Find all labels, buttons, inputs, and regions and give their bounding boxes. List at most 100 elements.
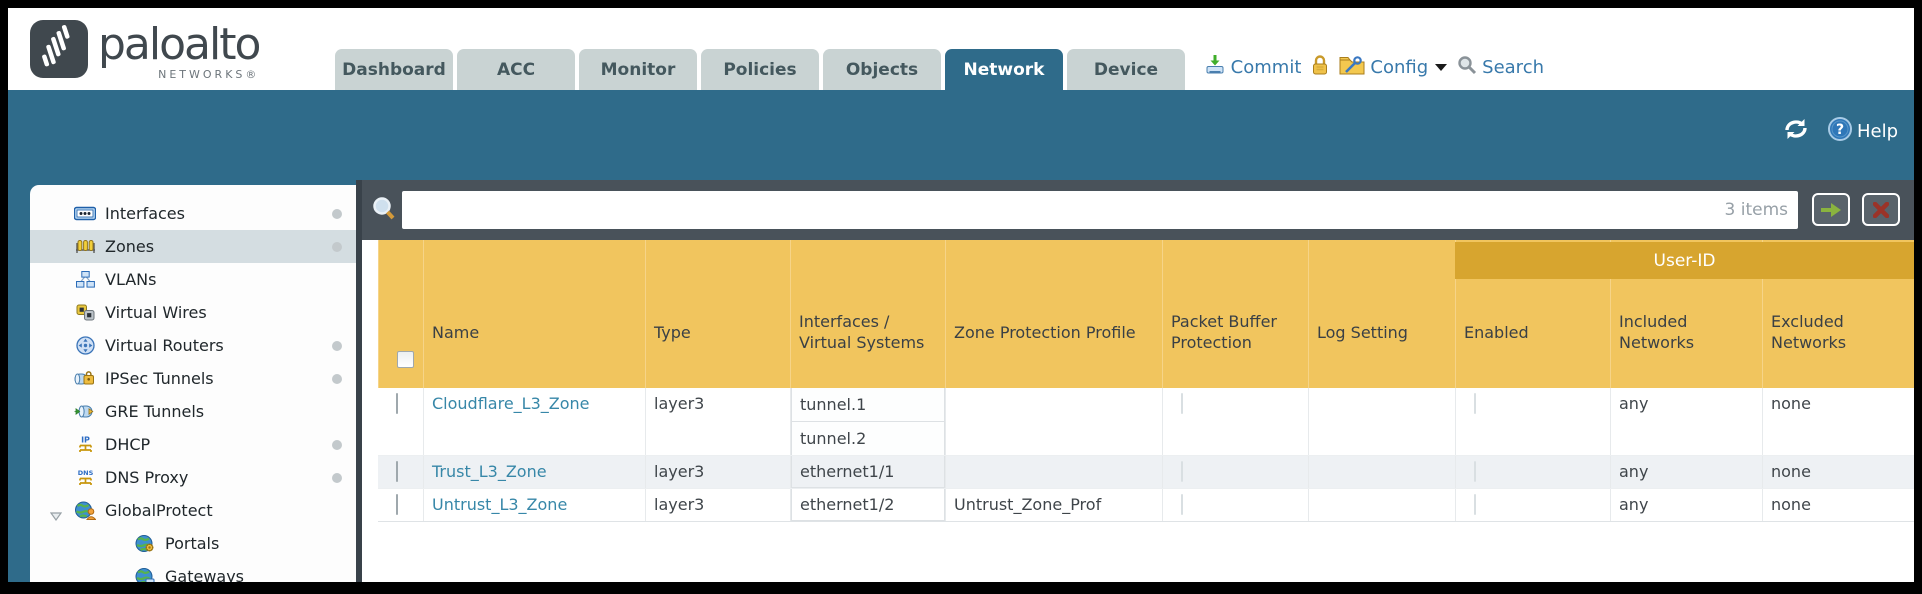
tab-policies[interactable]: Policies bbox=[701, 49, 819, 90]
lock-icon[interactable] bbox=[1311, 54, 1329, 80]
clear-filter-button[interactable] bbox=[1862, 193, 1900, 226]
config-dropdown[interactable]: Config bbox=[1339, 54, 1448, 80]
col-header-name[interactable]: Name bbox=[423, 240, 645, 388]
excluded-networks-cell: none bbox=[1762, 456, 1914, 488]
sidebar-item-ipsec-tunnels[interactable]: IPSec Tunnels bbox=[30, 362, 356, 395]
status-dot bbox=[332, 374, 342, 384]
sidebar-item-portals[interactable]: Portals bbox=[30, 527, 356, 560]
sidebar-item-label: Virtual Routers bbox=[105, 336, 224, 355]
col-header-included-networks[interactable]: Included Networks bbox=[1610, 240, 1762, 388]
tab-acc[interactable]: ACC bbox=[457, 49, 575, 90]
col-header-zone-protection-profile[interactable]: Zone Protection Profile bbox=[945, 240, 1162, 388]
user-id-enabled-checkbox[interactable] bbox=[1474, 494, 1476, 515]
table-row: Untrust_L3_Zone layer3 ethernet1/2 Untru… bbox=[378, 489, 1914, 522]
expand-triangle-icon[interactable] bbox=[49, 506, 63, 525]
packet-buffer-protection-checkbox[interactable] bbox=[1181, 494, 1183, 515]
zone-protection-profile-cell bbox=[945, 456, 1162, 488]
sidebar-item-zones[interactable]: Zones bbox=[30, 230, 356, 263]
excluded-networks-cell: none bbox=[1762, 388, 1914, 455]
user-id-enabled-checkbox[interactable] bbox=[1474, 393, 1476, 414]
zone-name-link[interactable]: Trust_L3_Zone bbox=[432, 462, 547, 481]
sidebar-item-gre-tunnels[interactable]: GRE Tunnels bbox=[30, 395, 356, 428]
sidebar-item-virtual-routers[interactable]: Virtual Routers bbox=[30, 329, 356, 362]
filter-input[interactable] bbox=[402, 191, 1725, 229]
svg-text:?: ? bbox=[1836, 122, 1844, 138]
zone-interfaces-cell: ethernet1/1 bbox=[790, 456, 945, 488]
network-sidebar: Interfaces Zones bbox=[30, 185, 356, 582]
virtual-wires-icon bbox=[74, 304, 96, 321]
sidebar-item-label: IPSec Tunnels bbox=[105, 369, 214, 388]
user-id-enabled-checkbox[interactable] bbox=[1474, 461, 1476, 482]
status-dot bbox=[332, 440, 342, 450]
virtual-routers-icon bbox=[74, 336, 96, 355]
row-select-checkbox[interactable] bbox=[396, 393, 398, 414]
log-setting-cell bbox=[1308, 489, 1455, 521]
included-networks-cell: any bbox=[1610, 489, 1762, 521]
zone-name-link[interactable]: Cloudflare_L3_Zone bbox=[432, 394, 590, 413]
sidebar-item-label: Portals bbox=[165, 534, 220, 553]
sidebar-item-dhcp[interactable]: IP DHCP bbox=[30, 428, 356, 461]
sidebar-item-gateways[interactable]: Gateways bbox=[30, 560, 356, 582]
sidebar-item-virtual-wires[interactable]: Virtual Wires bbox=[30, 296, 356, 329]
gre-tunnels-icon bbox=[74, 403, 96, 420]
refresh-icon[interactable] bbox=[1781, 116, 1811, 146]
help-button[interactable]: ? Help bbox=[1827, 116, 1898, 146]
global-search-button[interactable]: Search bbox=[1457, 55, 1544, 79]
config-icon bbox=[1339, 54, 1365, 80]
status-dot bbox=[332, 209, 342, 219]
sidebar-item-globalprotect[interactable]: GlobalProtect bbox=[30, 494, 356, 527]
tab-device[interactable]: Device bbox=[1067, 49, 1185, 90]
tab-dashboard[interactable]: Dashboard bbox=[335, 49, 453, 90]
filter-search-icon bbox=[372, 196, 396, 226]
row-select-checkbox[interactable] bbox=[396, 461, 398, 482]
interface-entry: ethernet1/1 bbox=[791, 456, 945, 488]
col-header-packet-buffer-protection[interactable]: Packet Buffer Protection bbox=[1162, 240, 1308, 388]
sidebar-item-label: Virtual Wires bbox=[105, 303, 207, 322]
sidebar-item-label: GRE Tunnels bbox=[105, 402, 205, 421]
svg-text:IP: IP bbox=[81, 436, 90, 445]
dns-proxy-icon: DNS bbox=[74, 468, 96, 487]
sub-header-band: ? Help bbox=[8, 90, 1914, 180]
globalprotect-icon bbox=[74, 501, 96, 520]
included-networks-cell: any bbox=[1610, 456, 1762, 488]
tab-network[interactable]: Network bbox=[945, 49, 1063, 90]
table-row: Trust_L3_Zone layer3 ethernet1/1 any non… bbox=[378, 456, 1914, 489]
status-dot bbox=[332, 473, 342, 483]
col-header-excluded-networks[interactable]: Excluded Networks bbox=[1762, 240, 1914, 388]
commit-button[interactable]: Commit bbox=[1204, 54, 1302, 80]
commit-label: Commit bbox=[1230, 56, 1302, 78]
tab-monitor[interactable]: Monitor bbox=[579, 49, 697, 90]
tab-objects[interactable]: Objects bbox=[823, 49, 941, 90]
apply-filter-button[interactable] bbox=[1812, 193, 1850, 226]
commit-icon bbox=[1204, 54, 1226, 80]
sidebar-item-vlans[interactable]: VLANs bbox=[30, 263, 356, 296]
paloalto-logo-icon bbox=[30, 20, 88, 78]
zone-name-link[interactable]: Untrust_L3_Zone bbox=[432, 495, 568, 514]
sidebar-item-interfaces[interactable]: Interfaces bbox=[30, 197, 356, 230]
col-header-log-setting[interactable]: Log Setting bbox=[1308, 240, 1455, 388]
col-header-enabled[interactable]: Enabled bbox=[1455, 240, 1610, 388]
zone-protection-profile-cell bbox=[945, 388, 1162, 455]
help-icon: ? bbox=[1827, 116, 1853, 146]
packet-buffer-protection-checkbox[interactable] bbox=[1181, 393, 1183, 414]
interface-entry: ethernet1/2 bbox=[791, 489, 945, 521]
row-select-checkbox[interactable] bbox=[396, 494, 398, 515]
packet-buffer-protection-checkbox[interactable] bbox=[1181, 461, 1183, 482]
zone-type-cell: layer3 bbox=[645, 489, 790, 521]
log-setting-cell bbox=[1308, 388, 1455, 455]
gateways-icon bbox=[134, 567, 156, 582]
zone-interfaces-cell: ethernet1/2 bbox=[790, 489, 945, 521]
user-id-group-header: User-ID bbox=[1455, 242, 1914, 279]
col-header-interfaces[interactable]: Interfaces / Virtual Systems bbox=[790, 240, 945, 388]
sidebar-item-label: Gateways bbox=[165, 567, 245, 582]
content-region: Interfaces Zones bbox=[8, 180, 1914, 582]
col-header-type[interactable]: Type bbox=[645, 240, 790, 388]
interfaces-icon bbox=[74, 206, 96, 221]
sidebar-divider bbox=[356, 180, 362, 582]
zone-type-cell: layer3 bbox=[645, 456, 790, 488]
sidebar-item-dns-proxy[interactable]: DNS DNS Proxy bbox=[30, 461, 356, 494]
sidebar-item-label: Interfaces bbox=[105, 204, 185, 223]
select-all-checkbox[interactable] bbox=[397, 350, 414, 368]
zones-icon bbox=[74, 239, 96, 254]
